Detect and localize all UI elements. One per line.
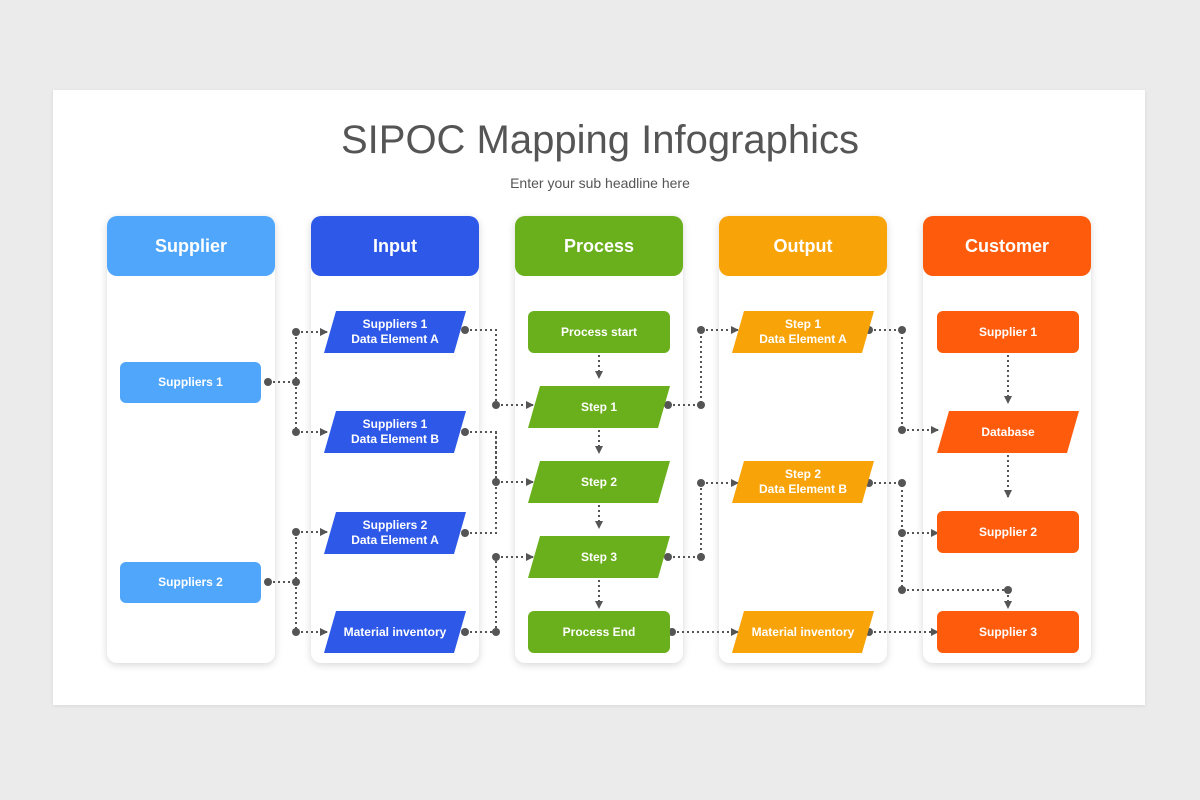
customer-node-1: Supplier 1 <box>937 311 1079 353</box>
process-node-step-3: Step 3 <box>528 536 670 578</box>
input-node-4: Material inventory <box>324 611 466 653</box>
page-title: SIPOC Mapping Infographics <box>340 118 860 162</box>
customer-node-database: Database <box>937 411 1079 453</box>
input-node-2: Suppliers 1 Data Element B <box>324 411 466 453</box>
process-node-step-1: Step 1 <box>528 386 670 428</box>
process-node-end: Process End <box>528 611 670 653</box>
output-header: Output <box>719 216 887 276</box>
customer-node-3: Supplier 3 <box>937 611 1079 653</box>
process-column <box>515 216 683 663</box>
supplier-node-1: Suppliers 1 <box>120 362 261 403</box>
input-node-3: Suppliers 2 Data Element A <box>324 512 466 554</box>
customer-node-2: Supplier 2 <box>937 511 1079 553</box>
output-node-2: Step 2 Data Element B <box>732 461 874 503</box>
output-column <box>719 216 887 663</box>
process-node-start: Process start <box>528 311 670 353</box>
output-node-1: Step 1 Data Element A <box>732 311 874 353</box>
customer-header: Customer <box>923 216 1091 276</box>
process-node-step-2: Step 2 <box>528 461 670 503</box>
page-subtitle: Enter your sub headline here <box>510 175 690 191</box>
input-header: Input <box>311 216 479 276</box>
supplier-header: Supplier <box>107 216 275 276</box>
input-node-1: Suppliers 1 Data Element A <box>324 311 466 353</box>
supplier-node-2: Suppliers 2 <box>120 562 261 603</box>
output-node-3: Material inventory <box>732 611 874 653</box>
process-header: Process <box>515 216 683 276</box>
